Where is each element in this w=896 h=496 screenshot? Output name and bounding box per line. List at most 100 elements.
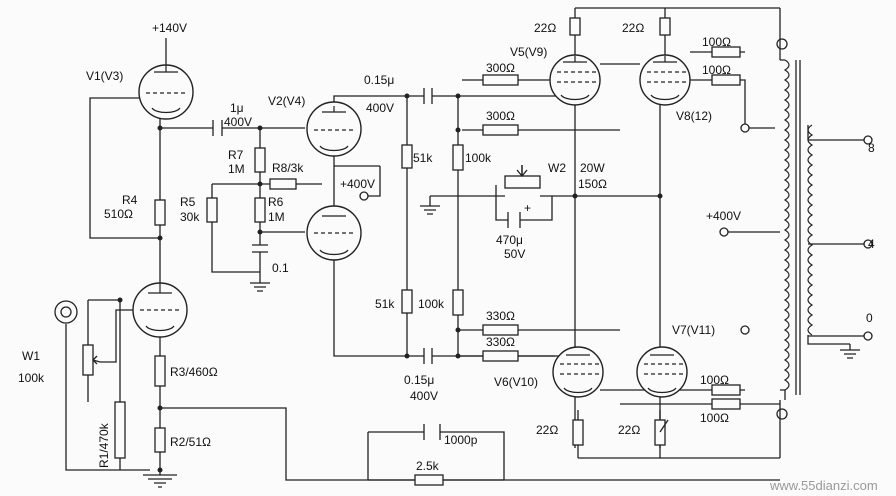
- resistor-r8: [269, 178, 297, 190]
- label-c-1000p: 1000p: [444, 433, 478, 447]
- label-w1-value: 100k: [18, 371, 45, 385]
- label-r7-name: R7: [228, 148, 244, 162]
- terminal-400v-ot: [719, 227, 729, 237]
- capacitor-0-15-top: [423, 88, 433, 104]
- resistor-r1: [114, 401, 126, 459]
- label-v7: V7(V11): [672, 323, 715, 337]
- label-v8: V8(12): [676, 109, 712, 123]
- label-c-bot-volt: 400V: [410, 389, 438, 403]
- resistors: [82, 17, 741, 486]
- label-100k-top: 100k: [465, 151, 492, 165]
- resistor-r3: [154, 355, 166, 387]
- resistor-2-5k: [414, 474, 444, 486]
- label-100-c: 100Ω: [700, 373, 729, 387]
- label-c-bot-value: 0.15μ: [404, 373, 434, 387]
- label-r8: R8/3k: [272, 161, 304, 175]
- tube-v5-icon: [549, 54, 601, 106]
- output-transformer-icon: [779, 8, 814, 458]
- label-330-b: 330Ω: [486, 335, 515, 349]
- terminal-400v-mid: [359, 191, 369, 201]
- resistor-100-b: [711, 74, 741, 86]
- label-400v-mid: +400V: [340, 177, 375, 191]
- label-tap-0: 0: [866, 311, 873, 325]
- label-v1: V1(V3): [86, 69, 123, 83]
- label-v2: V2(V4): [268, 94, 305, 108]
- label-r7-value: 1M: [228, 162, 245, 176]
- label-22-bl: 22Ω: [536, 423, 558, 437]
- label-c1-value: 1μ: [230, 101, 244, 115]
- tube-v8-icon: [639, 54, 691, 106]
- capacitor-c1: [212, 120, 223, 136]
- label-140v: +140V: [152, 21, 187, 35]
- resistor-51k-bottom: [401, 289, 413, 314]
- capacitors: [212, 88, 521, 440]
- resistor-330-b: [482, 350, 519, 362]
- label-51k-bottom: 51k: [375, 297, 395, 311]
- label-c470-value: 470μ: [496, 233, 523, 247]
- capacitor-470u: [507, 212, 521, 228]
- ground-icon: [143, 474, 177, 488]
- label-r6-value: 1M: [268, 210, 285, 224]
- terminal-4: [863, 239, 873, 249]
- label-r5-value: 30k: [180, 210, 200, 224]
- capacitor-0-1: [252, 244, 268, 253]
- label-r4-value: 510Ω: [104, 207, 133, 221]
- grounds: [143, 205, 860, 488]
- capacitor-0-15-bottom: [423, 348, 433, 364]
- label-22-tr: 22Ω: [622, 21, 644, 35]
- pot-wipers: [92, 165, 669, 433]
- resistor-r2: [154, 427, 166, 453]
- tube-v1-icon: [138, 64, 194, 120]
- label-100-b: 100Ω: [702, 63, 731, 77]
- label-w2-value: 150Ω: [578, 177, 607, 191]
- label-100-d: 100Ω: [700, 411, 729, 425]
- resistor-100k-top: [452, 144, 464, 171]
- label-r3: R3/460Ω: [170, 365, 218, 379]
- ground-icon: [840, 349, 860, 359]
- watermark: www.55dianzi.com: [769, 478, 878, 493]
- resistor-r6: [254, 197, 266, 223]
- label-w2-name: W2: [548, 161, 566, 175]
- resistor-r7: [254, 147, 266, 173]
- tube-v2-lower-icon: [306, 205, 362, 261]
- tube-v3-icon: [132, 282, 188, 338]
- label-22-tl: 22Ω: [534, 21, 556, 35]
- tube-v6-icon: [552, 346, 604, 398]
- potentiometer-w1: [82, 344, 94, 376]
- label-c1-volt: 400V: [224, 115, 252, 129]
- label-c470-plus: +: [524, 201, 531, 215]
- capacitor-1000p: [423, 424, 441, 440]
- label-300-a: 300Ω: [486, 61, 515, 75]
- label-r1: R1/470k: [97, 422, 111, 468]
- terminal-0: [863, 331, 873, 341]
- label-v6: V6(V10): [494, 375, 538, 389]
- terminal-8: [863, 135, 873, 145]
- label-22-br: 22Ω: [618, 423, 640, 437]
- label-r2: R2/51Ω: [170, 435, 211, 449]
- label-tap-4: 4: [868, 237, 875, 251]
- labels: +140V V1(V3) R4 510Ω 1μ 400V V2(V4) R7 1…: [18, 21, 878, 493]
- label-r5-name: R5: [180, 195, 196, 209]
- label-w2-power: 20W: [580, 161, 605, 175]
- label-100-a: 100Ω: [702, 35, 731, 49]
- label-330-a: 330Ω: [486, 309, 515, 323]
- resistor-100-a: [711, 46, 741, 58]
- label-300-b: 300Ω: [486, 109, 515, 123]
- tube-v2-upper-icon: [306, 101, 362, 157]
- resistor-300-a: [482, 74, 519, 86]
- resistor-22-br: [654, 419, 666, 446]
- label-c-bypass: 0.1: [272, 261, 289, 275]
- label-400v-ot: +400V: [706, 209, 741, 223]
- label-c-top-volt: 400V: [366, 101, 394, 115]
- resistor-51k-top: [401, 144, 413, 169]
- vacuum-tubes: [132, 54, 691, 398]
- resistor-100k-bottom: [452, 289, 464, 316]
- label-100k-bottom: 100k: [418, 297, 445, 311]
- label-v5: V5(V9): [510, 45, 547, 59]
- label-c-top-value: 0.15μ: [364, 73, 394, 87]
- label-r4-name: R4: [122, 193, 138, 207]
- label-51k-top: 51k: [413, 151, 433, 165]
- ground-icon: [420, 205, 440, 215]
